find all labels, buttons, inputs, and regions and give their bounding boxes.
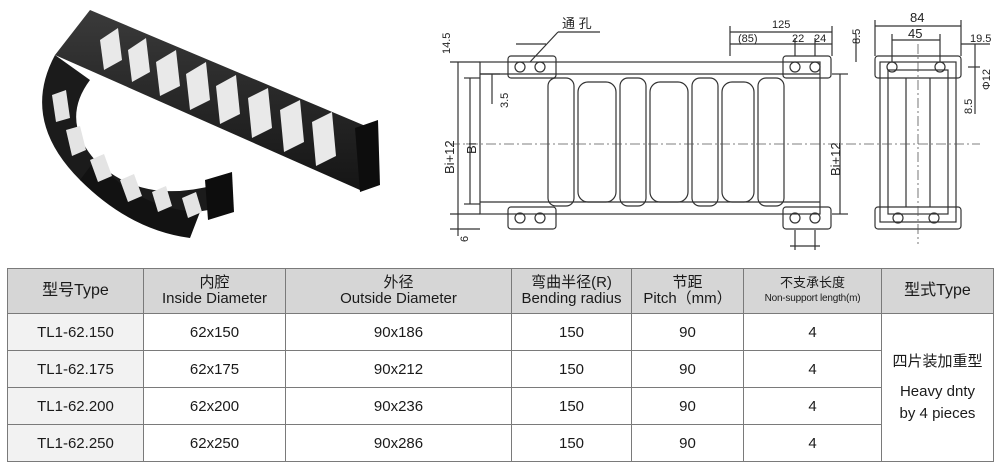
table-row: TL1-62.150 62x150 90x186 150 90 4 四片装加重型… [7,313,994,462]
type-line-cn: 四片装加重型 [892,352,983,370]
dim-24: 24 [814,33,826,45]
dim-bi-plus-12-right: Bi+12 [828,142,843,176]
header-bending-radius: 弯曲半径(R)Bending radius [511,268,632,314]
technical-drawing: 通 孔 125 (85) 22 24 14.5 3.5 Bi+12 Bi 6 B… [441,10,993,250]
cell-pitch: 90 [631,387,744,425]
cell-outside: 90x186 [285,313,512,351]
cell-radius: 150 [511,313,632,351]
dim-84: 84 [910,10,924,25]
cell-length: 4 [743,387,882,425]
cell-pitch: 90 [631,313,744,351]
dim-3-5: 3.5 [499,93,511,108]
dim-45: 45 [908,26,922,41]
header-model-type: 型号Type [7,268,144,314]
dim-14-5: 14.5 [441,33,453,54]
cell-model: TL1-62.175 [7,350,144,388]
dim-8-5-right: 8.5 [963,99,975,114]
cell-form-type: 四片装加重型 Heavy dnty by 4 pieces [881,313,994,462]
dim-19-5: 19.5 [970,33,991,45]
table-row: TL1-62.175 62x175 90x212 150 90 4 [7,350,994,388]
cell-radius: 150 [511,387,632,425]
dim-85: (85) [738,33,758,45]
cell-model: TL1-62.200 [7,387,144,425]
cell-inside: 62x200 [143,387,286,425]
dim-125: 125 [772,19,790,31]
dim-bi: Bi [464,142,479,154]
dim-22: 22 [792,33,804,45]
cell-outside: 90x212 [285,350,512,388]
dim-bi-plus-12-left: Bi+12 [442,140,457,174]
cell-outside: 90x236 [285,387,512,425]
cell-length: 4 [743,350,882,388]
cell-inside: 62x175 [143,350,286,388]
through-hole-label: 通 孔 [562,16,592,31]
cell-pitch: 90 [631,350,744,388]
dim-phi-12: Φ12 [981,69,993,90]
cell-inside: 62x150 [143,313,286,351]
cell-model: TL1-62.150 [7,313,144,351]
cell-length: 4 [743,313,882,351]
table-row: TL1-62.200 62x200 90x236 150 90 4 [7,387,994,425]
cell-radius: 150 [511,350,632,388]
dim-6: 6 [459,236,471,242]
type-line-en-1: Heavy dnty [899,382,976,400]
drag-chain-photo [42,10,380,238]
type-line-en-2: by 4 pieces [899,404,976,422]
dim-8-5-top: 8.5 [851,29,863,44]
header-form-type: 型式Type [881,268,994,314]
